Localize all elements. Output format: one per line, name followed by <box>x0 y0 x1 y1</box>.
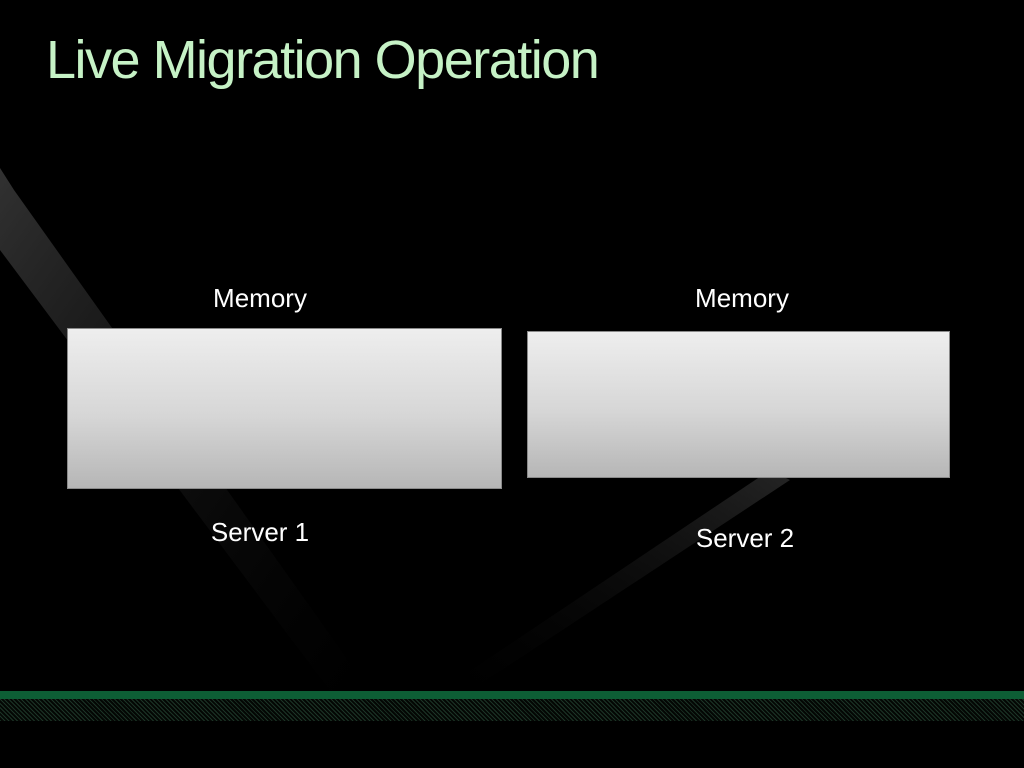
light-streak-right <box>440 470 790 691</box>
footer-hatch-pattern <box>0 699 1024 721</box>
server-2-memory-label: Memory <box>695 283 789 313</box>
server-1-memory-label: Memory <box>213 283 307 313</box>
slide-title: Live Migration Operation <box>46 30 600 90</box>
footer-green-band <box>0 691 1024 699</box>
server-1-memory-block <box>67 328 502 489</box>
server-1-label: Server 1 <box>210 517 310 547</box>
server-2-label: Server 2 <box>695 523 795 553</box>
server-2-memory-block <box>527 331 950 478</box>
